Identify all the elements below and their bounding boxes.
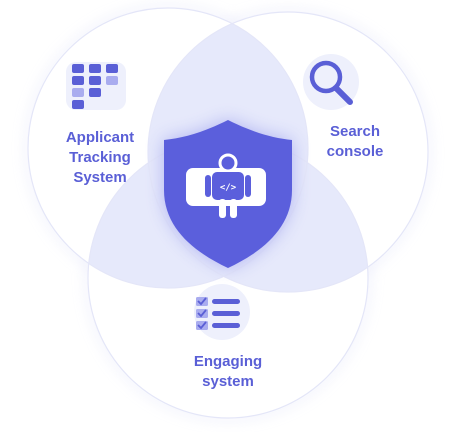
applicant-tracking-label: Applicant Tracking System bbox=[30, 128, 170, 188]
applicant-tracking-label-line-1: Applicant bbox=[65, 129, 135, 146]
engaging-system-label-line-2: system bbox=[202, 373, 254, 390]
kanban-board-icon bbox=[66, 62, 126, 110]
magnifier-icon bbox=[303, 54, 359, 110]
developer-person-icon: </> bbox=[186, 153, 266, 218]
engaging-system-label-line-1: Engaging bbox=[193, 353, 263, 370]
search-console-label: Search console bbox=[290, 122, 420, 162]
svg-text:</>: </> bbox=[220, 183, 237, 193]
search-console-label-line-1: Search bbox=[329, 123, 381, 140]
search-console-label-line-2: console bbox=[326, 143, 384, 160]
engaging-system-label: Engaging system bbox=[160, 352, 296, 392]
applicant-tracking-label-line-2: Tracking bbox=[69, 149, 131, 166]
checklist-icon bbox=[194, 284, 250, 340]
applicant-tracking-label-line-3: System bbox=[73, 169, 127, 186]
